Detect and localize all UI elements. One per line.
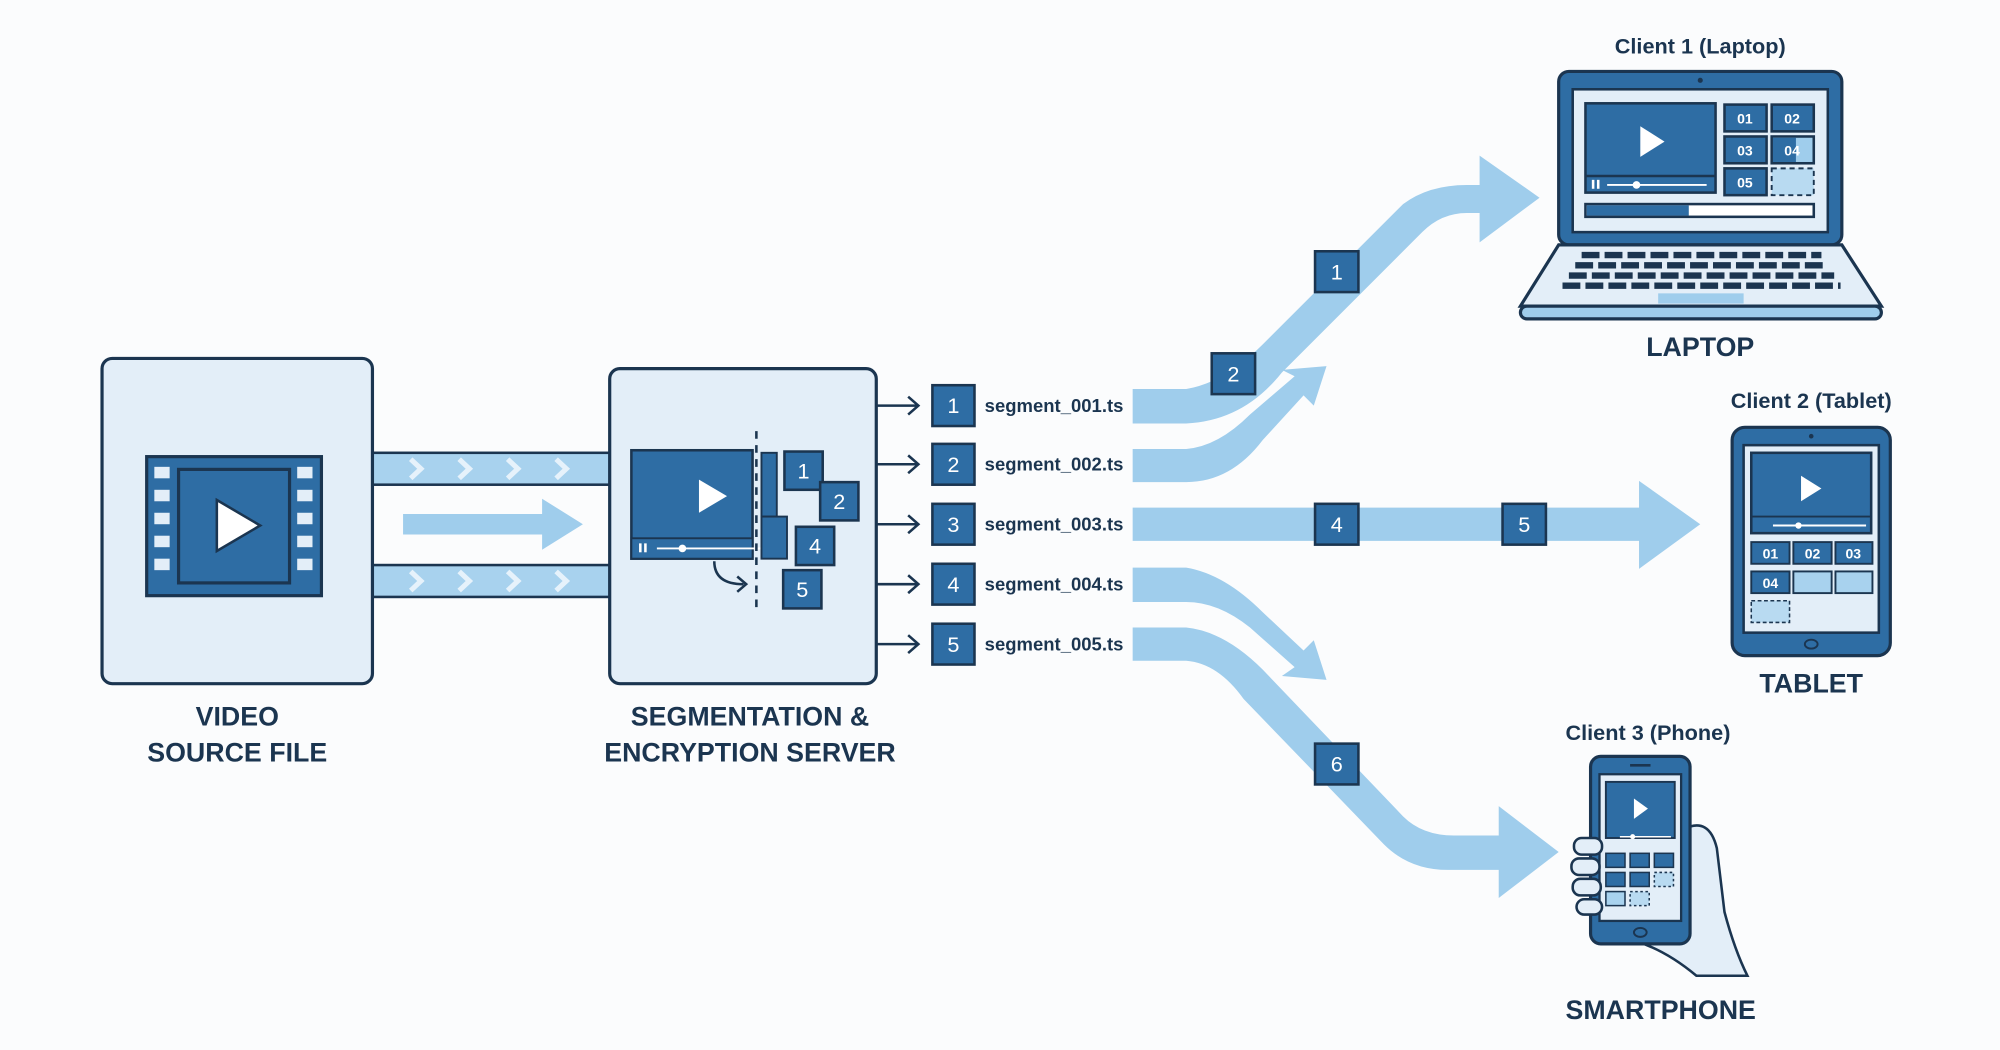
svg-text:1: 1	[1331, 259, 1343, 284]
keyboard	[1562, 251, 1841, 289]
svg-text:05: 05	[1737, 175, 1753, 191]
svg-text:SOURCE FILE: SOURCE FILE	[147, 737, 327, 767]
segment-arrow-icon	[877, 514, 921, 535]
segment-filename: segment_005.ts	[985, 634, 1124, 655]
segment-filename: segment_001.ts	[985, 395, 1124, 416]
segment-number: 3	[947, 512, 959, 537]
segment-arrow-icon	[877, 454, 921, 475]
film-play-icon	[145, 455, 324, 598]
svg-text:2: 2	[833, 489, 845, 514]
laptop-segment-tiles: 01 02 03 04 05	[1723, 103, 1816, 197]
server-label: SEGMENTATION &	[631, 702, 869, 732]
client-3-title: Client 3 (Phone)	[1565, 720, 1730, 745]
svg-text:6: 6	[1331, 752, 1343, 777]
svg-text:ENCRYPTION SERVER: ENCRYPTION SERVER	[604, 737, 896, 767]
svg-text:03: 03	[1846, 546, 1862, 562]
svg-text:01: 01	[1737, 111, 1753, 127]
segment-number-box	[931, 442, 976, 486]
smartphone-label: SMARTPHONE	[1566, 995, 1756, 1025]
segment-number-box	[931, 502, 976, 546]
server-chunks: 1 2 4 5	[781, 450, 860, 610]
svg-text:5: 5	[1518, 512, 1530, 537]
client-phone: Client 3 (Phone) SMARTPHONE	[1565, 720, 1755, 1025]
segment-filename: segment_003.ts	[985, 514, 1124, 535]
flow-badges: 1 2 4 5 6	[1210, 249, 1548, 786]
svg-text:1: 1	[798, 458, 810, 483]
client-1-title: Client 1 (Laptop)	[1615, 34, 1786, 59]
svg-text:04: 04	[1784, 143, 1800, 159]
flow-arrow-tablet	[1132, 480, 1701, 569]
client-laptop: Client 1 (Laptop) 01 02 03 04 05 LAPTOP	[1517, 34, 1885, 362]
flow-arrow-4	[1132, 567, 1327, 680]
segment-row: 1 segment_001.ts	[877, 383, 1124, 428]
svg-text:01: 01	[1763, 546, 1779, 562]
segment-arrow-icon	[877, 634, 921, 655]
video-source-file: VIDEO SOURCE FILE	[100, 356, 375, 767]
segment-arrow-icon	[877, 574, 921, 595]
client-2-title: Client 2 (Tablet)	[1731, 388, 1892, 413]
segment-row: 3 segment_003.ts	[877, 502, 1124, 546]
tablet-label: TABLET	[1759, 669, 1863, 699]
segment-list: 1 segment_001.ts 2 segment_002.ts 3 segment_0…	[877, 383, 1124, 666]
segment-number-box	[931, 622, 976, 666]
segment-number: 5	[947, 632, 959, 657]
svg-text:02: 02	[1805, 546, 1821, 562]
laptop-label: LAPTOP	[1646, 332, 1754, 362]
svg-text:5: 5	[796, 577, 808, 602]
svg-text:02: 02	[1784, 111, 1800, 127]
segment-number-box	[931, 562, 976, 606]
svg-text:2: 2	[1227, 361, 1239, 386]
svg-text:04: 04	[1763, 575, 1779, 591]
segmentation-server: 1 2 4 5 SEGMENTATION & ENCRYPTION SERVER	[604, 367, 896, 767]
segment-number: 2	[947, 452, 959, 477]
flow-arrow-2	[1132, 366, 1327, 483]
source-to-server-bands	[371, 451, 611, 599]
segment-number-box	[931, 383, 976, 428]
segment-filename: segment_002.ts	[985, 454, 1124, 475]
segment-number: 1	[947, 393, 959, 418]
segment-arrow-icon	[877, 395, 921, 416]
phone-segment-tiles	[1605, 852, 1675, 907]
svg-text:4: 4	[1331, 512, 1343, 537]
segment-filename: segment_004.ts	[985, 574, 1124, 595]
svg-text:03: 03	[1737, 143, 1753, 159]
segment-row: 5 segment_005.ts	[877, 622, 1124, 666]
tablet-segment-tiles: 01 02 03 04	[1750, 541, 1874, 624]
svg-text:4: 4	[809, 534, 821, 559]
source-label: VIDEO	[196, 702, 279, 732]
client-tablet: Client 2 (Tablet) 01 02 03 04 TABLET	[1730, 388, 1892, 699]
segment-row: 4 segment_004.ts	[877, 562, 1124, 606]
fingers	[1570, 836, 1604, 916]
play-icon	[698, 479, 728, 513]
segment-number: 4	[947, 572, 959, 597]
segment-row: 2 segment_002.ts	[877, 442, 1124, 486]
